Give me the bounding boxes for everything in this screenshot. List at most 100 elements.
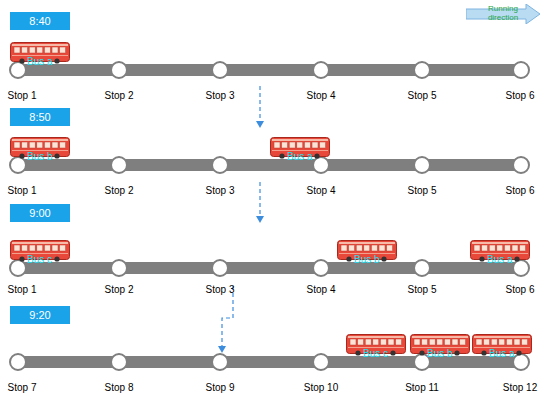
bus-window <box>373 339 379 345</box>
bus-icon: Bus b <box>10 137 70 159</box>
time-box: 9:00 <box>10 204 70 222</box>
stop-circle <box>111 354 127 370</box>
bus-window <box>282 142 288 148</box>
bus-roof <box>12 242 68 244</box>
bus-window <box>44 142 50 148</box>
stop-label: Stop 4 <box>299 283 343 297</box>
stop-circle <box>212 62 228 78</box>
bus-icon: Bus a <box>270 137 330 159</box>
stop-label: Stop 1 <box>0 283 44 297</box>
bus-window <box>52 47 58 53</box>
bus-icon: Bus a <box>470 240 530 262</box>
bus-wheel <box>390 350 395 355</box>
bus-window <box>44 245 50 251</box>
bus-label: Bus b <box>27 151 53 162</box>
bus-window <box>356 245 362 251</box>
bus-window <box>297 142 303 148</box>
bus-wheel <box>419 350 424 355</box>
bus-window <box>312 142 318 148</box>
bus-window <box>522 339 528 345</box>
bus-window <box>289 142 295 148</box>
time-box: 8:50 <box>10 108 70 126</box>
stop-circle <box>10 157 26 173</box>
bus-stripe <box>339 253 395 254</box>
bus-icon: Bus b <box>337 240 397 262</box>
stop-label: Stop 8 <box>97 381 141 395</box>
bus-roof <box>12 139 68 141</box>
time-label: 9:20 <box>29 309 50 321</box>
bus-icon: Bus a <box>10 42 70 64</box>
bus-wheel <box>514 256 519 261</box>
time-label: 9:00 <box>29 207 50 219</box>
bus-window <box>37 47 43 53</box>
bus-icon: Bus c <box>10 240 70 262</box>
stop-circle <box>313 62 329 78</box>
bus-stripe <box>348 347 404 348</box>
stop-label: Stop 5 <box>400 283 444 297</box>
route-track <box>10 157 529 173</box>
stop-circle <box>10 260 26 276</box>
bus-wheel <box>516 350 521 355</box>
bus-window <box>422 339 428 345</box>
bus-window <box>304 142 310 148</box>
bus-window <box>52 142 58 148</box>
bus-wheel <box>19 256 24 261</box>
bus-label: Bus b <box>354 254 380 265</box>
stop-circle <box>212 260 228 276</box>
bus-window <box>379 245 385 251</box>
time-label: 8:40 <box>29 15 50 27</box>
stop-circle <box>513 62 529 78</box>
time-step-arrow <box>259 86 260 127</box>
bus-window <box>365 339 371 345</box>
bus-label: Bus a <box>27 56 53 67</box>
bus-window <box>429 339 435 345</box>
bus-window <box>14 47 20 53</box>
stop-circle <box>111 157 127 173</box>
stop-label: Stop 1 <box>0 89 44 103</box>
bus-roof <box>472 242 528 244</box>
bus-window <box>44 47 50 53</box>
bus-wheel <box>481 350 486 355</box>
bus-window <box>29 245 35 251</box>
stop-label: Stop 2 <box>97 283 141 297</box>
stop-circle <box>513 260 529 276</box>
bus-window <box>37 245 43 251</box>
bus-window <box>37 142 43 148</box>
stop-circle <box>111 62 127 78</box>
bus-window <box>364 245 370 251</box>
bus-window <box>29 47 35 53</box>
bus-roof <box>412 336 468 338</box>
bus-wheel <box>279 153 284 158</box>
bus-window <box>504 245 510 251</box>
bus-label: Bus a <box>287 151 313 162</box>
route-track <box>10 260 529 276</box>
bus-window <box>482 245 488 251</box>
track-bar <box>14 64 526 76</box>
time-box: 9:20 <box>10 306 70 324</box>
bus-window <box>29 142 35 148</box>
stop-circle <box>513 354 529 370</box>
bus-window <box>437 339 443 345</box>
stop-label: Stop 5 <box>400 89 444 103</box>
bus-window <box>396 339 402 345</box>
bus-wheel <box>19 58 24 63</box>
bus-wheel <box>19 153 24 158</box>
stop-circle <box>313 157 329 173</box>
time-step-arrow <box>259 182 260 222</box>
bus-roof <box>339 242 395 244</box>
stop-circle <box>212 157 228 173</box>
direction-arrow-outline <box>466 4 540 24</box>
bus-roof <box>272 139 328 141</box>
bus-window <box>350 339 356 345</box>
bus-stripe <box>272 150 328 151</box>
bus-window <box>358 339 364 345</box>
bus-wheel <box>454 350 459 355</box>
bus-window <box>484 339 490 345</box>
bus-window <box>520 245 526 251</box>
bus-icon: Bus a <box>472 334 532 356</box>
stop-label: Stop 5 <box>400 184 444 198</box>
stop-label: Stop 4 <box>299 89 343 103</box>
bus-window <box>22 142 28 148</box>
stop-circle <box>513 157 529 173</box>
stop-circle <box>414 260 430 276</box>
